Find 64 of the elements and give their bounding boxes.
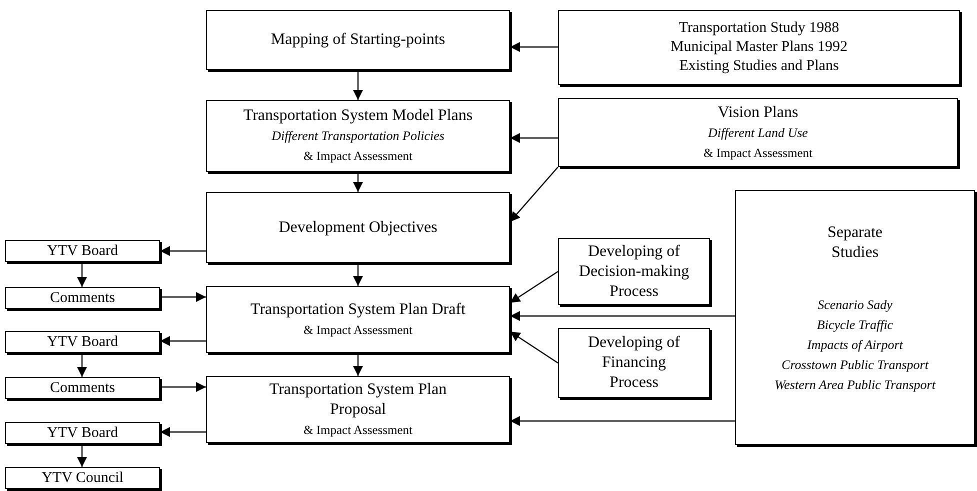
arrow [510,311,735,321]
process-box [558,328,710,398]
box-text: & Impact Assessment [303,322,412,339]
process-box [206,192,510,263]
box-text: Transportation System Plan Proposal [268,380,448,420]
box-text: Western Area Public Transport [774,376,936,394]
box-text: Separate Studies [826,223,884,263]
arrow [77,444,87,467]
process-box [5,331,160,353]
process-box [206,100,510,172]
box-text: Bicycle Traffic [816,316,894,334]
arrow [510,133,558,143]
process-box [558,10,960,85]
box-text: & Impact Assessment [303,422,412,439]
box-text: Development Objectives [278,218,438,238]
arrow [510,42,558,52]
process-box [206,10,510,70]
box-text: & Impact Assessment [703,144,812,162]
process-box [206,376,510,443]
arrow [160,336,206,346]
arrow [160,292,206,302]
process-box [558,238,710,305]
arrow [160,382,206,392]
box-text: Existing Studies and Plans [679,57,839,76]
process-box [558,98,958,167]
box-text: Different Land Use [708,124,808,142]
box-text: Transportation System Model Plans [243,106,473,126]
arrow [77,262,87,287]
box-text: Transportation System Plan Draft [250,300,466,320]
arrow [510,331,558,364]
box-text: Comments [50,289,115,307]
box-text: YTV Board [47,242,118,260]
box-text: Impacts of Airport [807,336,903,354]
process-box [5,422,160,444]
box-text: Developing of Decision-making Process [578,242,690,302]
arrow [353,172,363,192]
box-text: Municipal Master Plans 1992 [670,38,848,57]
box-text: Different Transportation Policies [272,127,444,145]
arrow [353,353,363,376]
box-text: & Impact Assessment [303,148,412,165]
box-text: YTV Board [47,333,118,351]
arrow [510,416,735,426]
box-text: YTV Council [42,469,124,487]
arrow [510,166,558,222]
process-box [5,377,160,399]
process-box [5,287,160,309]
process-box [735,190,975,445]
box-text: YTV Board [47,424,118,442]
process-box [5,467,160,489]
box-text: Transportation Study 1988 [678,19,840,38]
box-text: Mapping of Starting-points [270,30,446,50]
arrow [510,271,558,304]
box-text: Crosstown Public Transport [782,356,928,374]
arrow [353,70,363,100]
arrow [353,263,363,286]
box-text: Vision Plans [718,102,798,122]
box-text: Scenario Sady [818,296,892,314]
arrow [160,427,206,437]
arrow [77,353,87,377]
process-box [5,240,160,262]
box-text: Comments [50,379,115,397]
box-text: Developing of Financing Process [587,333,681,393]
arrow [160,246,206,256]
process-box [206,286,510,353]
